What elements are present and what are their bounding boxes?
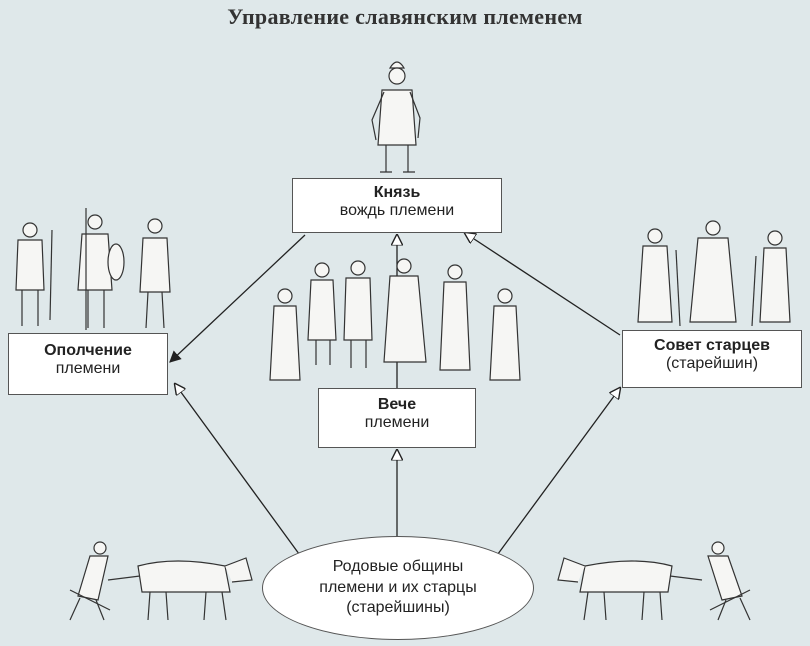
veche-title: Вече xyxy=(377,396,417,413)
militia-title: Ополчение xyxy=(44,342,132,359)
edge-clans-council xyxy=(494,388,620,559)
militia-warriors xyxy=(15,208,171,330)
clans-line-2: племени и их старцы xyxy=(319,578,477,596)
edge-council-prince xyxy=(465,233,621,336)
veche-box: Вече племени xyxy=(318,388,476,448)
veche-subtitle: племени xyxy=(364,414,430,431)
plowman-left xyxy=(69,541,253,621)
veche-crowd xyxy=(269,258,521,381)
clans-line-1: Родовые общины xyxy=(332,557,464,575)
militia-box: Ополчение племени xyxy=(8,333,168,395)
council-box: Совет старцев (старейшин) xyxy=(622,330,802,388)
clans-oval: Родовые общины племени и их старцы (стар… xyxy=(262,536,534,640)
prince-figure xyxy=(371,61,421,173)
prince-box: Князь вождь племени xyxy=(292,178,502,233)
elders-group xyxy=(637,220,791,327)
plowman-right xyxy=(557,541,751,621)
clans-line-3: (старейшины) xyxy=(346,599,450,617)
diagram-title: Управление славянским племенем xyxy=(227,4,583,29)
edge-clans-militia xyxy=(175,384,303,559)
council-subtitle: (старейшин) xyxy=(665,355,759,372)
prince-subtitle: вождь племени xyxy=(339,202,455,219)
edge-prince-militia xyxy=(169,234,306,363)
prince-title: Князь xyxy=(373,184,421,201)
council-title: Совет старцев xyxy=(654,337,770,354)
militia-subtitle: племени xyxy=(55,360,121,377)
